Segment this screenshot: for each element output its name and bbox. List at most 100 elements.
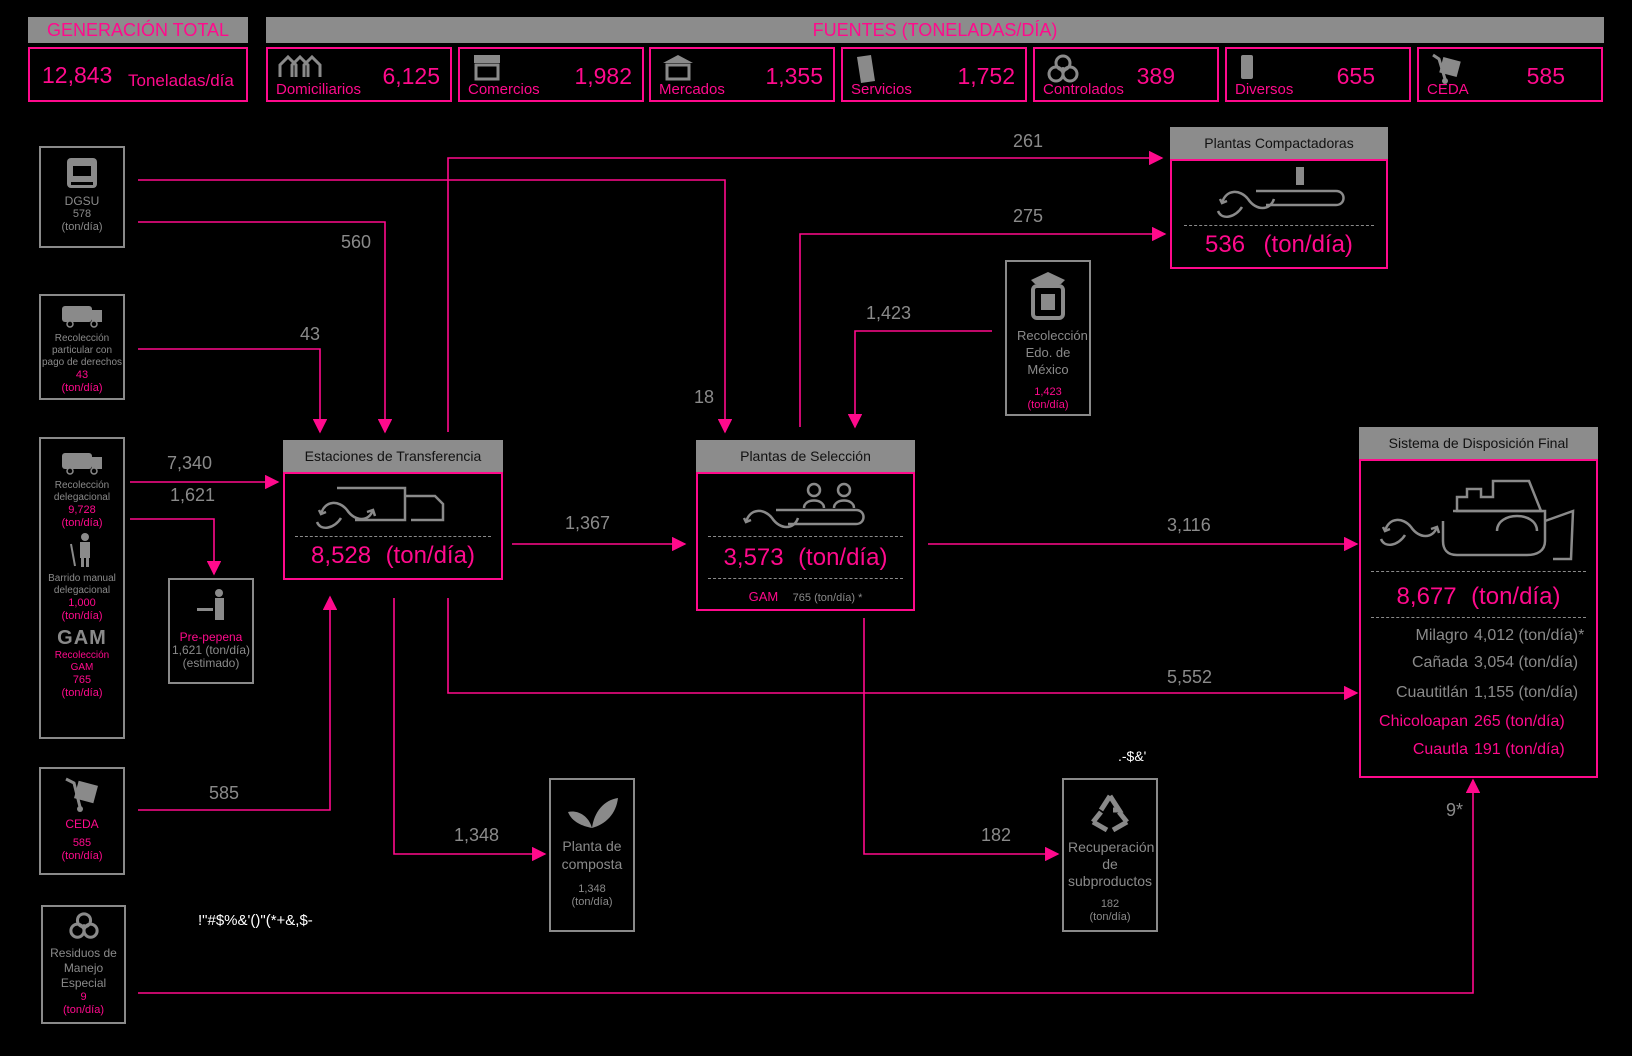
origin-ceda: CEDA 585 (ton/día) (39, 767, 125, 875)
sources-header: FUENTES (TONELADAS/DÍA) (266, 17, 1604, 43)
flow-label-43: 43 (300, 324, 321, 344)
recuperacion-value: 182 (1100, 898, 1120, 910)
recuperacion-unit: (ton/día) (1089, 911, 1131, 923)
source-diversos: 655 Diversos (1225, 47, 1411, 102)
source-domiciliarios: 6,125 Domiciliarios (266, 47, 452, 102)
source-value: 1,752 (957, 63, 1015, 89)
disposicion-title: Sistema de Disposición Final (1359, 427, 1598, 459)
recycle-icon (1087, 792, 1133, 834)
total-header: GENERACIÓN TOTAL (28, 17, 248, 43)
source-controlados: 389 Controlados (1033, 47, 1219, 102)
origin-value: 585 (72, 837, 92, 849)
cart-icon (1429, 53, 1461, 84)
origin-dgsu: DGSU 578 (ton/día) (39, 146, 125, 248)
source-value: 655 (1336, 63, 1375, 89)
flow-label-585: 585 (209, 783, 240, 803)
site-value: 191 (ton/día) (1474, 741, 1565, 758)
flow-label-275: 275 (1013, 206, 1044, 226)
source-ceda: 585 CEDA (1417, 47, 1603, 102)
compactadoras-unit: (ton/día) (1263, 231, 1353, 258)
garbled-caption: !"#$%&'()"(*+&,$- (198, 912, 313, 929)
compactor-icon (1216, 167, 1346, 221)
recuperacion-glyph: .-$&' (1118, 748, 1147, 764)
garbage-truck-icon (62, 453, 102, 475)
biohazard-icon (1045, 53, 1081, 85)
site-name: Cuautla (1412, 741, 1468, 758)
origin-unit: (ton/día) (61, 221, 103, 233)
seleccion-gam-value: 765 (ton/día) * (792, 592, 863, 604)
seleccion-unit: (ton/día) (798, 544, 888, 571)
disposicion-divider-2 (1371, 617, 1586, 618)
composta-value: 1,348 (578, 883, 606, 895)
disposicion-value-row: 8,677 (ton/día) (1361, 583, 1596, 611)
source-value: 389 (1136, 63, 1175, 89)
estaciones-value: 8,528 (311, 542, 372, 569)
source-servicios: 1,752 Servicios (841, 47, 1027, 102)
estaciones-title: Estaciones de Transferencia (283, 440, 503, 472)
origin-name: Recolección particular con pago de derec… (41, 333, 123, 368)
prepepena-name: Pre-pepena (179, 630, 243, 644)
compactadoras-title: Plantas Compactadoras (1170, 127, 1388, 159)
bulldozer-icon (1377, 471, 1577, 567)
flow-line-particular-estaciones (138, 348, 328, 434)
total-box: 12,843 Toneladas/día (28, 47, 248, 102)
origin-value: 765 (72, 674, 92, 686)
garbage-truck-icon (62, 306, 102, 328)
composta-name: Planta de composta (561, 838, 623, 872)
source-value: 1,355 (765, 63, 823, 89)
store-icon (474, 55, 500, 81)
estaciones-divider (295, 536, 491, 537)
estaciones-box: 8,528 (ton/día) (283, 472, 503, 580)
site-name: Milagro (1415, 627, 1468, 644)
flow-label-3116: 3,116 (1167, 515, 1211, 535)
gam-logo: GAM (57, 627, 107, 649)
flow-line-estaciones-composta (393, 598, 547, 862)
prepepena-value: 1,621 (ton/día) (171, 643, 251, 657)
source-comercios: 1,982 Comercios (458, 47, 644, 102)
flow-label-18: 18 (694, 387, 715, 407)
source-mercados: 1,355 Mercados (649, 47, 835, 102)
site-name: Cuautitlán (1395, 684, 1468, 701)
cart-icon (62, 777, 98, 812)
origin-name: CEDA (65, 817, 99, 831)
prepepena-box: Pre-pepena 1,621 (ton/día) (estimado) (168, 578, 254, 684)
origin-particular: Recolección particular con pago de derec… (39, 294, 125, 400)
leaves-icon (568, 798, 618, 828)
origin-name: Residuos de Manejo Especial (50, 946, 117, 990)
flow-line-estaciones-disposicion (447, 598, 1359, 701)
origin-unit: (ton/día) (61, 382, 103, 394)
compactadoras-value-row: 536 (ton/día) (1172, 231, 1386, 259)
flow-label-5552: 5,552 (1167, 667, 1213, 687)
flow-line-edomex-seleccion (847, 330, 992, 429)
flow-line-seleccion-compactadoras (799, 226, 1167, 427)
site-value: 265 (ton/día) (1474, 713, 1565, 730)
seleccion-divider (708, 536, 903, 537)
origin-name: Recolección Edo. de México (1017, 328, 1088, 377)
flow-label-560: 560 (341, 232, 372, 252)
picker-icon (197, 589, 224, 620)
origin-unit: (ton/día) (63, 1004, 104, 1016)
origin-unit: (ton/día) (61, 610, 103, 622)
site-value: 4,012 (ton/día)* (1474, 627, 1585, 644)
total-value: 12,843 (42, 62, 113, 88)
total-unit: Toneladas/día (128, 71, 234, 90)
flow-label-1367: 1,367 (565, 513, 611, 533)
sorting-workers-icon (740, 478, 880, 536)
origin-value: 9 (80, 991, 87, 1003)
origin-name: DGSU (64, 194, 100, 208)
origin-unit: (ton/día) (61, 517, 103, 529)
origin-value: 1,000 (68, 597, 96, 609)
origin-unit: (ton/día) (61, 850, 103, 862)
seleccion-value-row: 3,573 (ton/día) (698, 544, 913, 572)
services-icon (857, 55, 875, 83)
source-label: Servicios (851, 81, 912, 98)
source-value: 6,125 (382, 63, 440, 89)
flow-line-seleccion-recuperacion (863, 618, 1060, 862)
flow-line-dgsu-estaciones (138, 221, 393, 434)
seleccion-value: 3,573 (723, 544, 784, 571)
site-name: Cañada (1411, 654, 1468, 671)
seleccion-gam-row: GAM 765 (ton/día) * (698, 588, 913, 606)
flow-label-182: 182 (981, 825, 1012, 845)
origin-name: Barrido manual delegacional (48, 573, 116, 596)
site-value: 3,054 (ton/día) (1474, 654, 1579, 671)
